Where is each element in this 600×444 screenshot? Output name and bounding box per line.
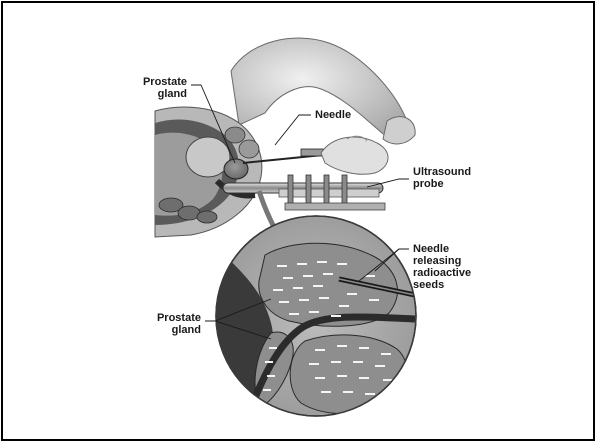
label-needle-releasing-seeds: Needle releasing radioactive seeds [413,243,471,291]
prostate-lobe-lower [290,335,407,414]
magnified-view [203,216,416,423]
label-prostate-gland-bottom: Prostate gland [143,312,201,336]
label-ultrasound-probe: Ultrasound probe [413,166,471,190]
hand [321,137,388,174]
needle-hand [243,136,388,174]
bladder [186,137,230,177]
label-needle: Needle [315,109,351,121]
label-prostate-gland-top: Prostate gland [135,76,187,100]
raised-leg [231,38,409,139]
brachytherapy-illustration [3,3,597,443]
foot [383,117,415,144]
